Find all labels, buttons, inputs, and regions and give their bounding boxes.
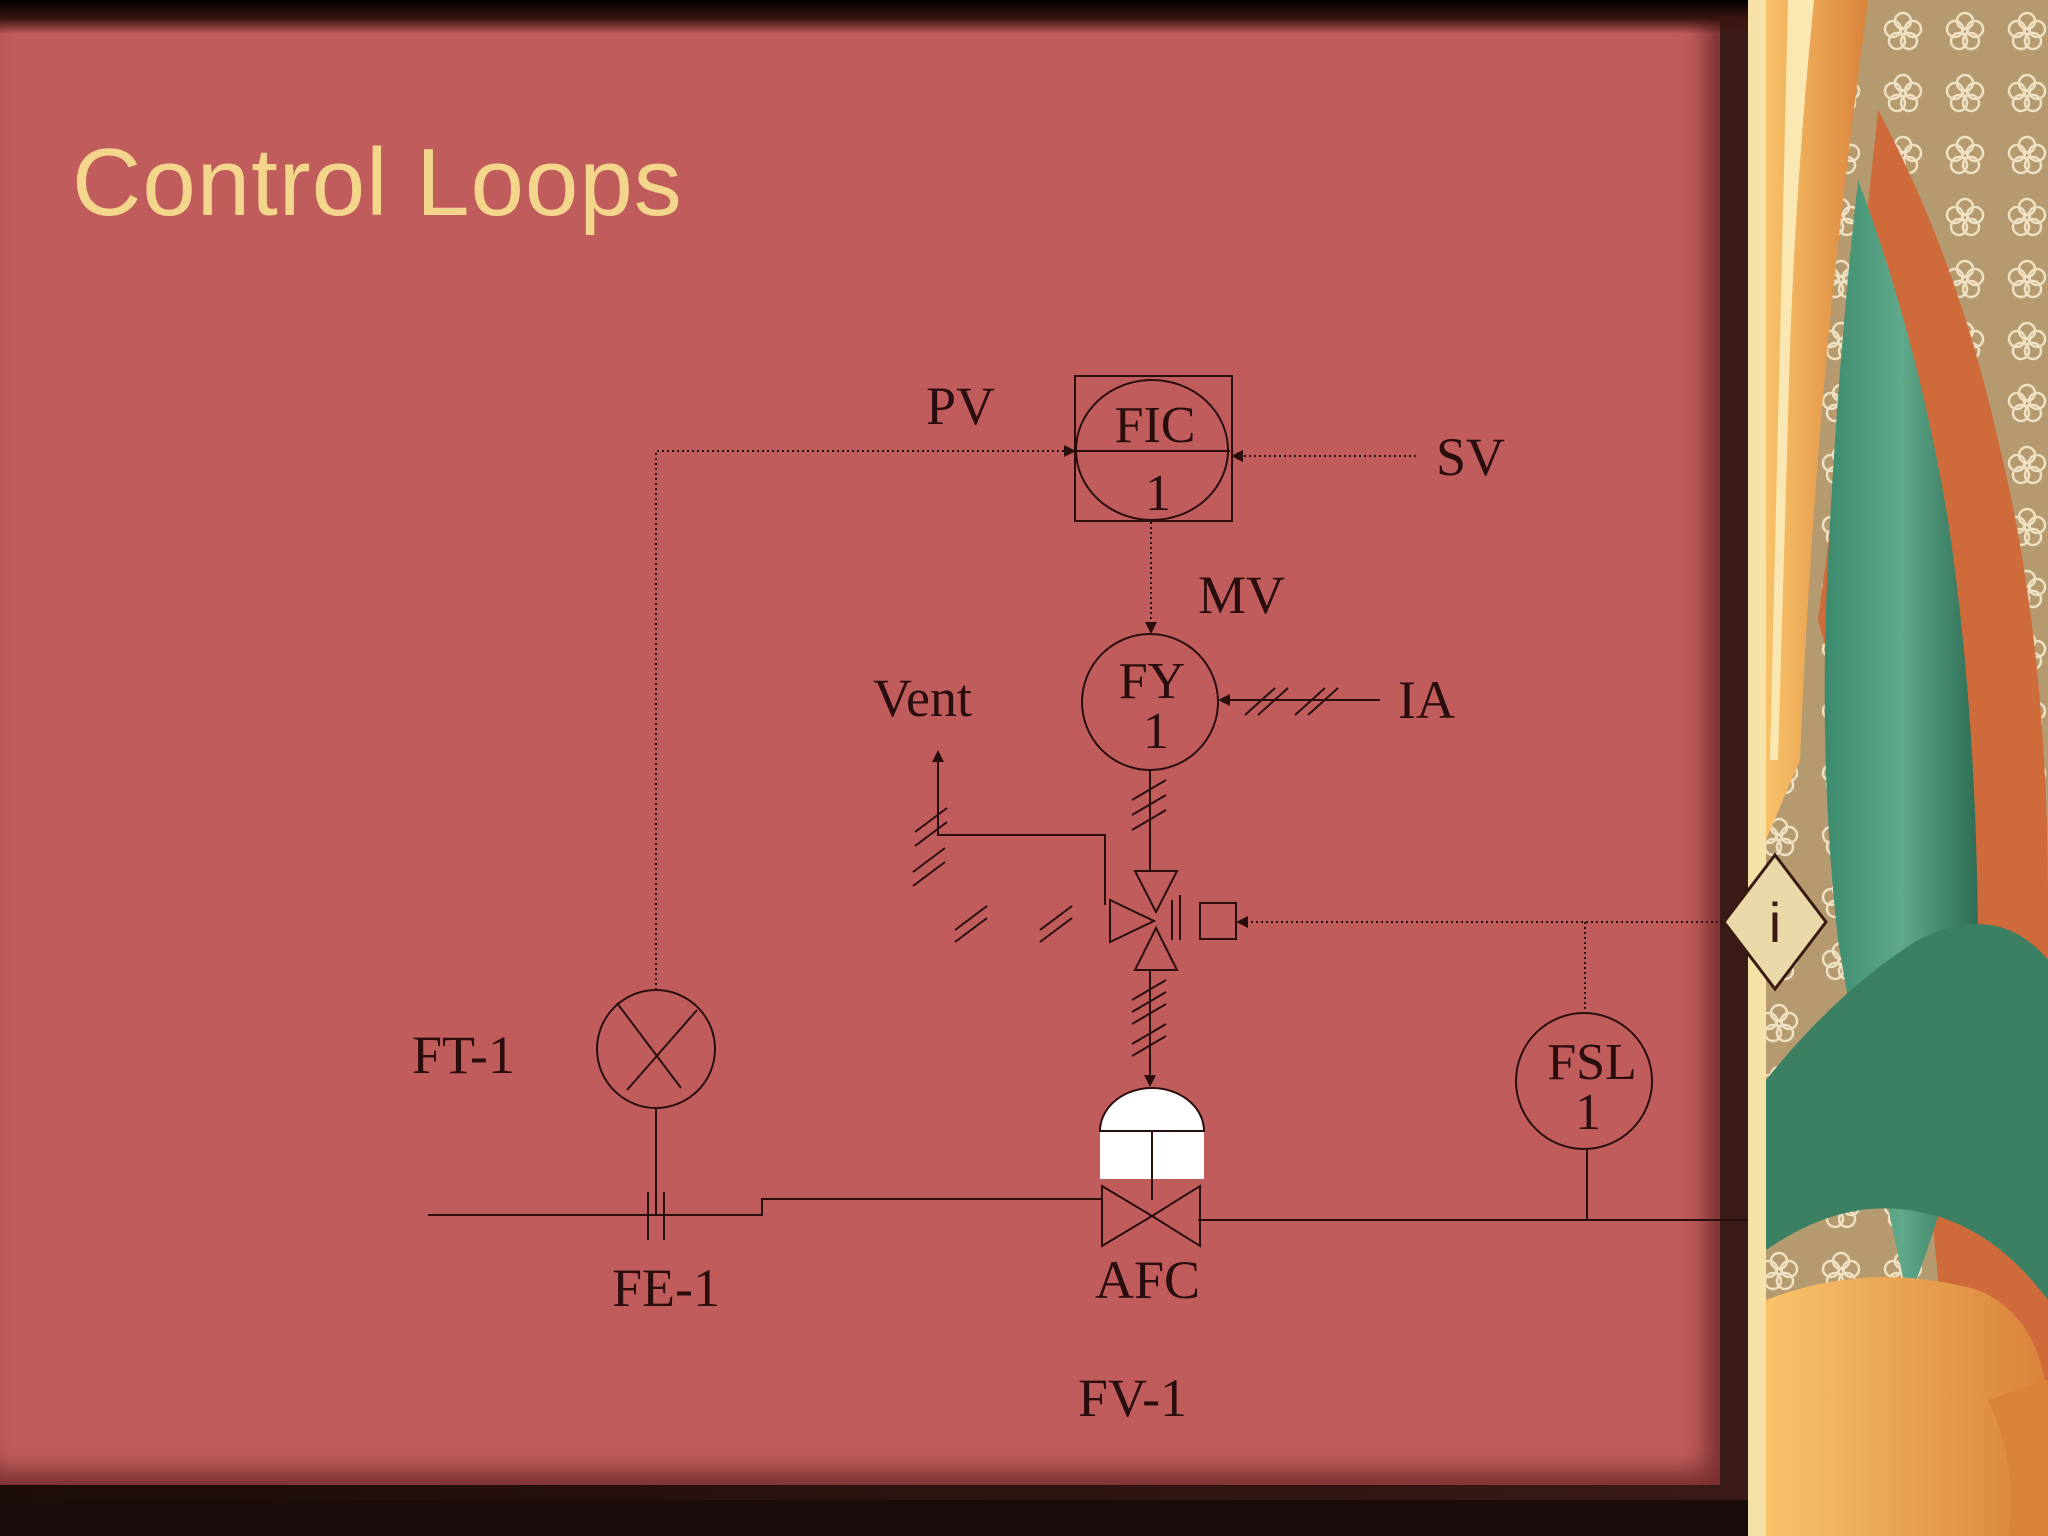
fic-shared-display: [1074, 375, 1233, 522]
slide-panel: [0, 0, 1720, 1485]
fsl-switch: [1515, 1012, 1653, 1150]
ia-label: IA: [1398, 670, 1455, 730]
fic-tag: FIC: [1115, 397, 1196, 454]
fy-number: 1: [1143, 703, 1169, 760]
fv-label: FV-1: [1078, 1368, 1187, 1428]
decorative-border: [1748, 0, 2048, 1536]
ft-label: FT-1: [412, 1025, 515, 1085]
info-badge[interactable]: i: [1720, 852, 1830, 992]
pv-signal-line: [655, 445, 1076, 990]
fy-tag: FY: [1119, 653, 1185, 710]
vent-line: [932, 750, 1106, 905]
control-valve: [1098, 1087, 1206, 1248]
solenoid-valve: [1133, 870, 1179, 915]
afc-label: AFC: [1095, 1250, 1200, 1310]
vent-label: Vent: [873, 668, 972, 728]
ft-transmitter: [596, 989, 716, 1109]
fic-number: 1: [1145, 465, 1171, 522]
solenoid-actuator: [1199, 902, 1237, 940]
fsl-number: 1: [1575, 1084, 1601, 1141]
sv-label: SV: [1436, 427, 1505, 487]
fsl-tag: FSL: [1547, 1034, 1637, 1091]
process-line: [428, 1198, 1102, 1216]
fe-label: FE-1: [612, 1258, 720, 1318]
slide-top-edge: [0, 0, 1760, 34]
info-icon: i: [1769, 891, 1781, 954]
pv-label: PV: [926, 376, 995, 436]
slide-title: Control Loops: [72, 129, 683, 236]
mv-label: MV: [1198, 565, 1285, 625]
